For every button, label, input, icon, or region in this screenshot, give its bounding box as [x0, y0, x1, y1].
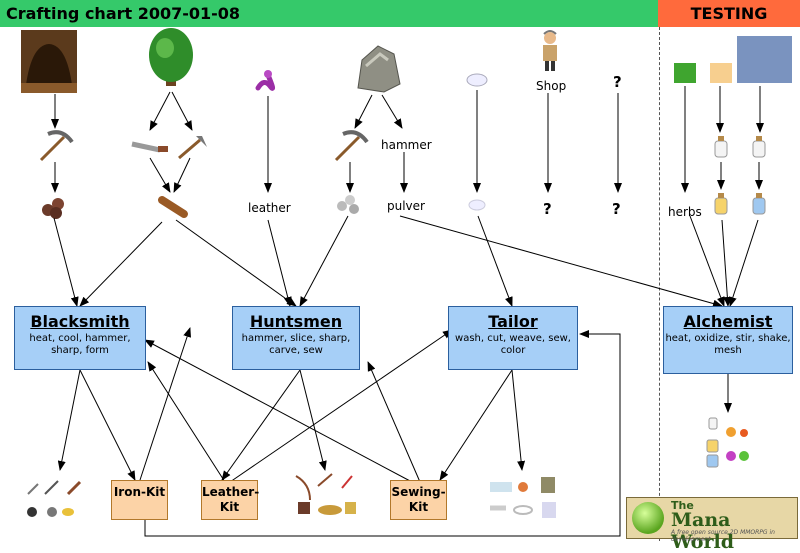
potions-icon [706, 417, 749, 468]
testing-header: TESTING [658, 0, 800, 27]
logo-emblem-icon [632, 502, 664, 534]
potion-bottle-icon [714, 193, 728, 215]
cave-icon [21, 30, 77, 93]
empty-bottle-icon [752, 136, 766, 158]
leather-label: leather [248, 201, 291, 215]
hammer-label: hammer [381, 138, 432, 152]
worm-icon [255, 70, 276, 91]
logo-the-text: The [671, 499, 694, 512]
herbs-label: herbs [668, 205, 702, 219]
clothing-icon [490, 477, 556, 518]
rock-icon [357, 45, 401, 93]
huntsmen-skills: hammer, slice, sharp, carve, sew [241, 333, 351, 356]
iron-kit-return-arrow [144, 330, 621, 537]
bows-and-armor-icon [295, 473, 356, 515]
unknown-label: ? [613, 73, 622, 91]
huntsmen-box: Huntsmen hammer, slice, sharp, carve, se… [232, 306, 360, 370]
tailor-skills: wash, cut, weave, sew, color [455, 333, 571, 356]
sand-icon [710, 63, 732, 83]
stone-rubble-icon [337, 195, 359, 214]
ore-icon [42, 198, 64, 219]
testing-separator [659, 27, 660, 541]
leather-kit-box: Leather-Kit [201, 480, 259, 520]
flow-arrows [51, 86, 764, 483]
water-icon [737, 36, 792, 83]
pickaxe-icon [39, 130, 74, 162]
tree-icon [149, 28, 193, 86]
blacksmith-skills: heat, cool, hammer, sharp, form [29, 333, 131, 356]
pickaxe-icon [334, 130, 369, 162]
chart-diagram [21, 28, 792, 537]
alchemist-box: Alchemist heat, oxidize, stir, shake, me… [663, 306, 793, 374]
empty-bottle-icon [714, 136, 728, 158]
shop-label: Shop [536, 79, 567, 93]
chart-title: Crafting chart 2007-01-08 [0, 0, 658, 27]
shop-keeper-icon [543, 30, 557, 71]
iron-kit-box: Iron-Kit [111, 480, 168, 520]
wood-log-icon [158, 196, 188, 218]
sewing-kit-box: Sewing-Kit [390, 480, 447, 520]
logo-tagline: A free open source 2D MMORPG in developm… [671, 529, 775, 543]
mana-world-logo: The Mana World A free open source 2D MMO… [626, 497, 798, 553]
axe-icon [178, 136, 207, 160]
cotton-wool-icon [468, 199, 486, 211]
grass-icon [674, 63, 696, 83]
tailor-box: Tailor wash, cut, weave, sew, color [448, 306, 578, 370]
blacksmith-title: Blacksmith [30, 312, 130, 331]
alchemist-title: Alchemist [683, 312, 773, 331]
blacksmith-box: Blacksmith heat, cool, hammer, sharp, fo… [14, 306, 146, 370]
huntsmen-title: Huntsmen [249, 312, 343, 331]
unknown-label: ? [543, 200, 552, 218]
potion-bottle-icon [752, 193, 766, 215]
weapons-icon [27, 480, 82, 517]
unknown-label: ? [612, 200, 621, 218]
alchemist-skills: heat, oxidize, stir, shake, mesh [665, 333, 791, 356]
tailor-title: Tailor [488, 312, 538, 331]
saw-icon [131, 141, 168, 153]
cotton-icon [466, 73, 488, 87]
pulver-label: pulver [387, 199, 425, 213]
